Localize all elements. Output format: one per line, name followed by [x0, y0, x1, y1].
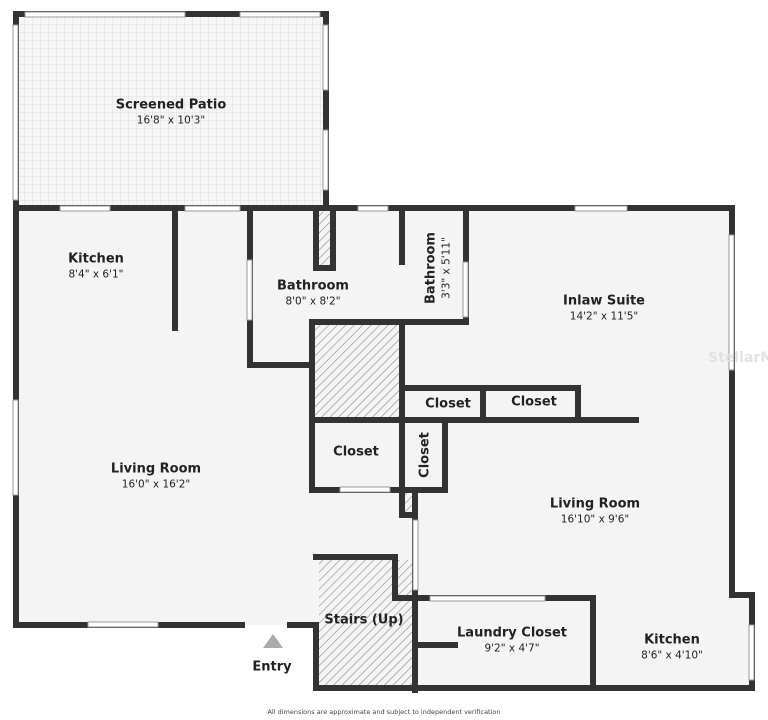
room-name: Stairs (Up) [324, 612, 404, 628]
room-dimensions: 16'10" x 9'6" [560, 513, 630, 526]
entry-label: Entry [252, 660, 291, 675]
room-dimensions: 8'6" x 4'10" [641, 649, 703, 662]
hatched-block [313, 323, 402, 419]
room-dimensions: 9'2" x 4'7" [484, 642, 540, 655]
room-name: Living Room [110, 461, 202, 477]
room-closet-2: Closet [511, 395, 557, 410]
room-dimensions: 8'4" x 6'1" [68, 268, 124, 281]
hatched-chase [319, 212, 333, 268]
room-name: Bathroom [277, 278, 349, 294]
room-name: Closet [417, 432, 433, 478]
room-dimensions: 14'2" x 11'5" [569, 310, 639, 323]
room-name: Closet [511, 394, 557, 410]
room-name: Screened Patio [115, 97, 227, 113]
room-stairs: Stairs (Up) [324, 613, 403, 628]
room-name: Closet [333, 444, 379, 460]
room-dimensions: 16'0" x 16'2" [121, 478, 191, 491]
room-name: Kitchen [644, 632, 700, 648]
room-name: Inlaw Suite [563, 293, 645, 309]
windows [12, 11, 755, 681]
entry-arrow-icon [263, 634, 283, 648]
entry-text: Entry [252, 659, 292, 675]
room-closet-4: Closet [418, 432, 433, 478]
patio-floor [16, 14, 326, 208]
room-name: Bathroom [423, 232, 439, 304]
room-name: Closet [425, 396, 471, 412]
room-dimensions: 16'8" x 10'3" [136, 114, 206, 127]
watermark: StellarMLS [708, 350, 768, 366]
room-name: Laundry Closet [457, 625, 567, 641]
disclaimer: All dimensions are approximate and subje… [267, 708, 501, 716]
main-floor [16, 208, 752, 688]
room-closet-1: Closet [425, 397, 471, 412]
room-name: Kitchen [68, 251, 124, 267]
room-dimensions: 8'0" x 8'2" [285, 295, 341, 308]
room-closet-3: Closet [333, 445, 379, 460]
room-dimensions: 3'3" x 5'11" [440, 237, 453, 299]
room-name: Living Room [549, 496, 641, 512]
